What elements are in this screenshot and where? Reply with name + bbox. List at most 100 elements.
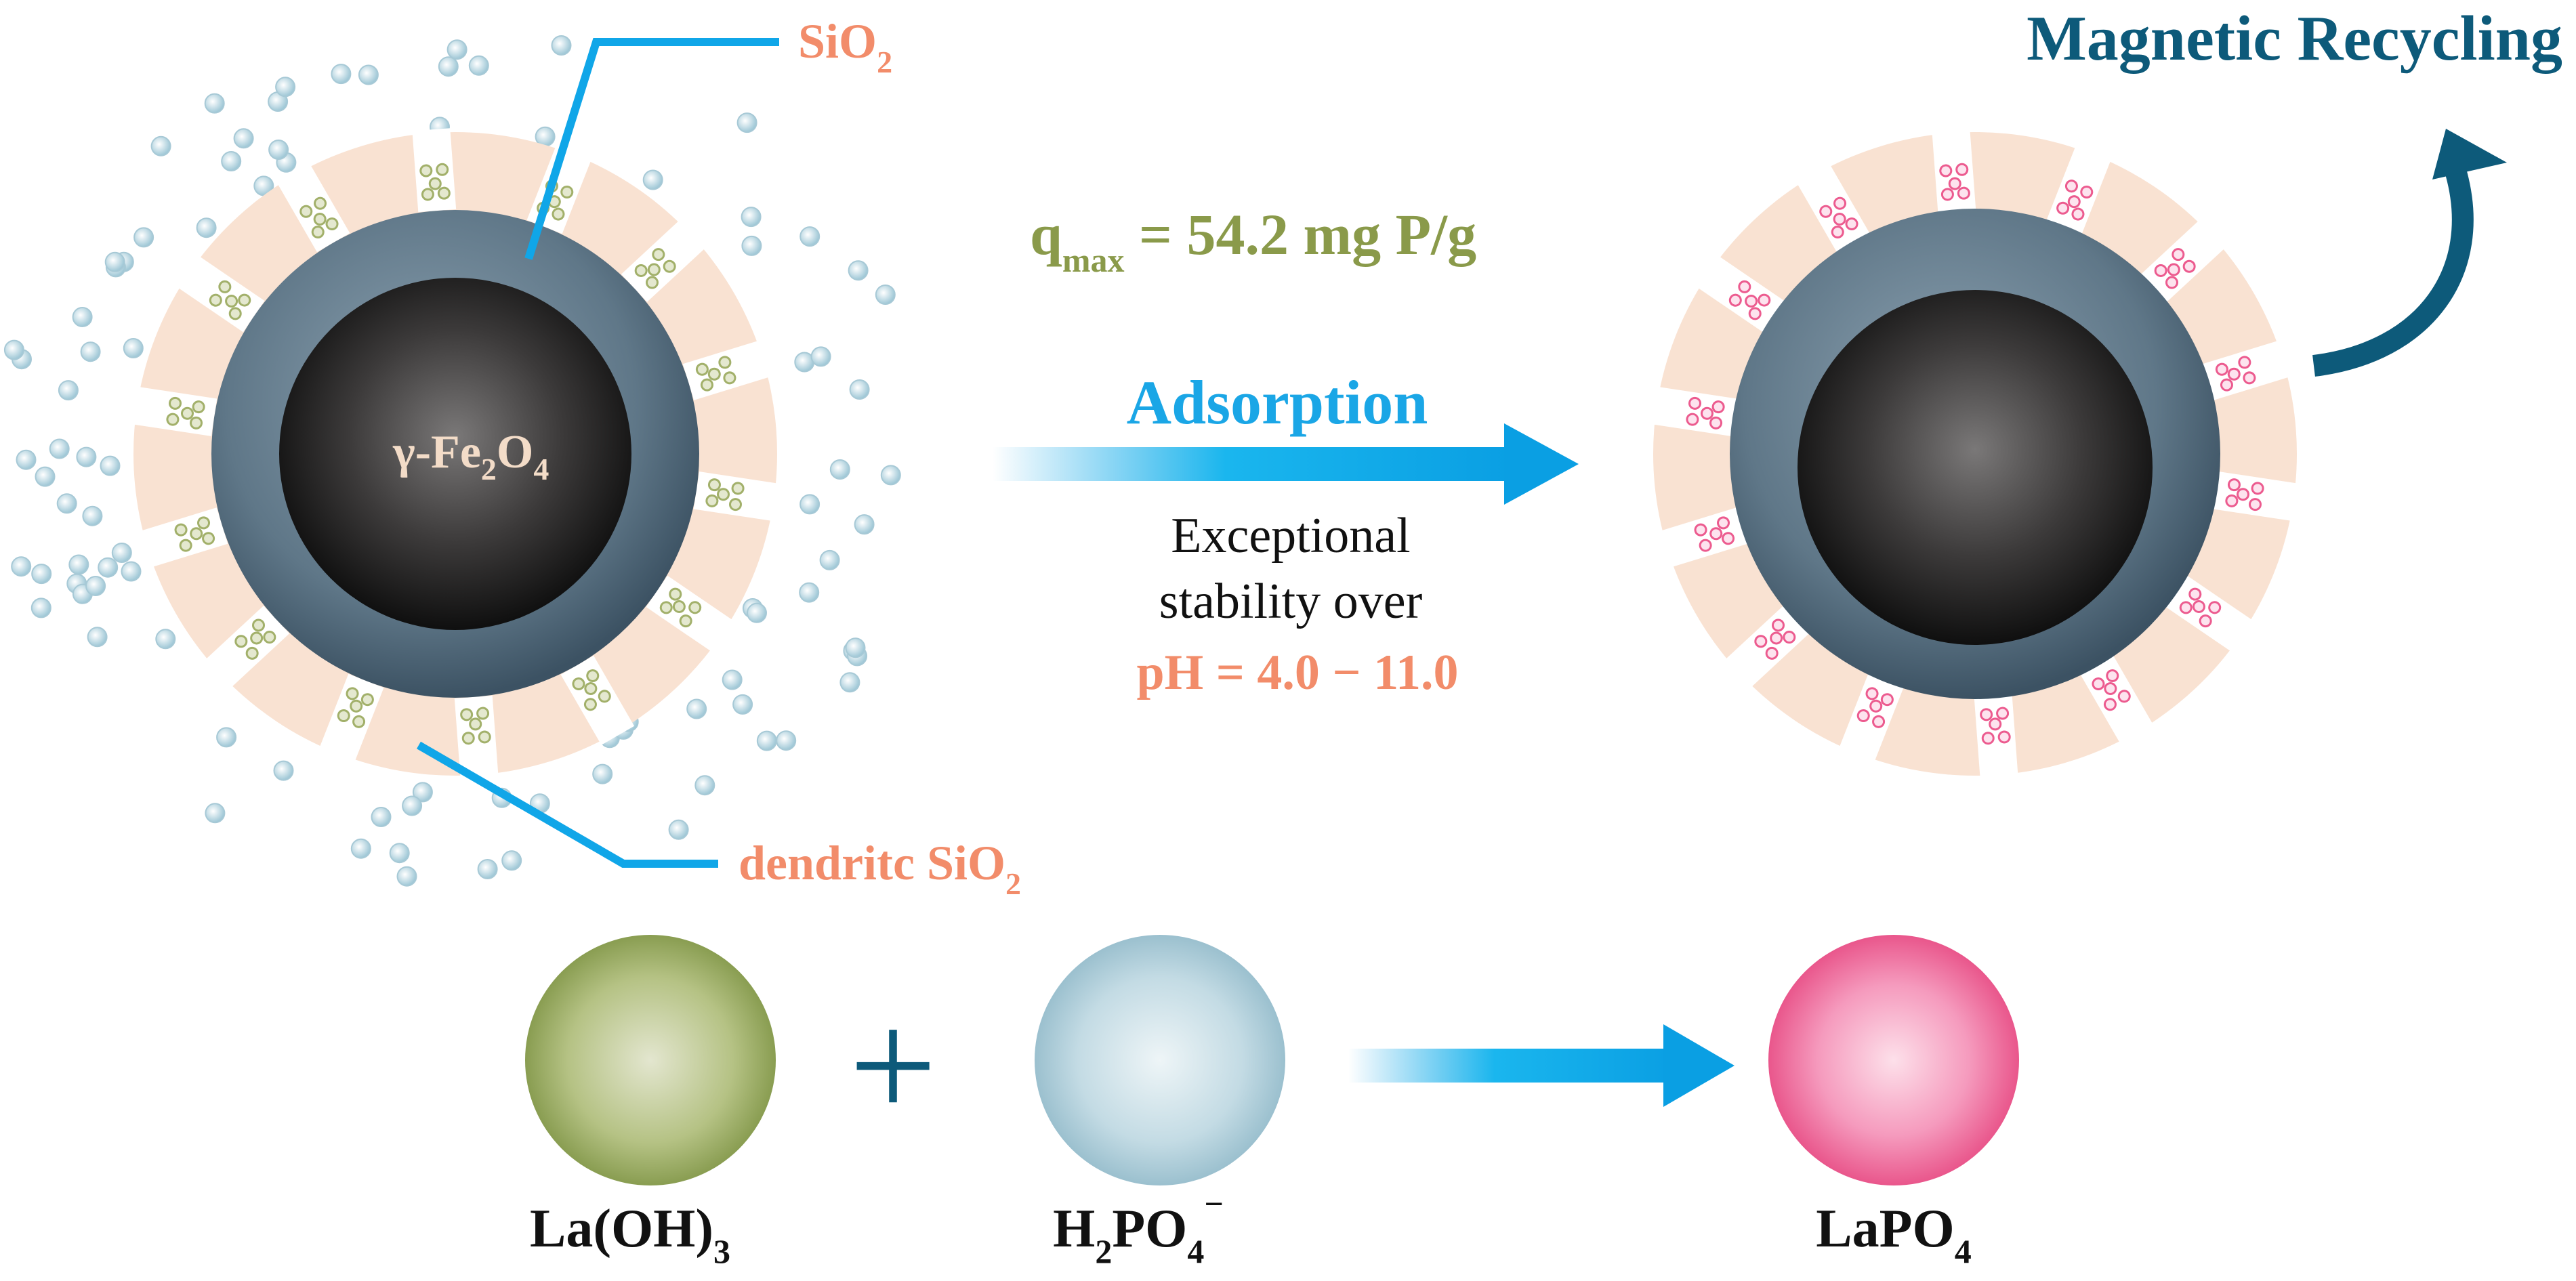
phosphate-ion xyxy=(275,77,296,98)
phosphate-ion xyxy=(331,64,352,85)
loaded-pore xyxy=(1932,128,1976,213)
phosphate-ion xyxy=(854,514,875,535)
plus-sign: + xyxy=(849,979,937,1152)
phosphate-ion xyxy=(810,346,831,367)
right-particle xyxy=(1650,128,2300,780)
la-oh3-label: La(OH)3 xyxy=(530,1199,730,1270)
phosphate-ion xyxy=(747,602,767,623)
phosphate-ion xyxy=(402,795,423,816)
loaded-pore xyxy=(2080,655,2155,745)
phosphate-ion xyxy=(438,56,459,77)
phosphate-ion xyxy=(216,727,237,748)
pore xyxy=(682,339,772,400)
shell-pores-loaded xyxy=(1650,128,2300,780)
phosphate-ions xyxy=(3,35,901,887)
phosphate-ion xyxy=(776,730,797,751)
magnetic-core-loaded xyxy=(1798,290,2153,645)
phosphate-ion xyxy=(204,93,225,114)
phosphate-ion xyxy=(80,341,101,362)
reaction-arrow xyxy=(1348,1024,1734,1107)
phosphate-ion xyxy=(72,307,93,327)
loaded-pore xyxy=(1695,255,1785,333)
phosphate-ion xyxy=(799,226,820,247)
pore xyxy=(412,128,457,213)
pore xyxy=(560,655,635,745)
pore xyxy=(621,219,707,302)
phosphate-ion xyxy=(11,556,32,577)
phosphate-ion xyxy=(350,838,371,859)
phosphate-ion xyxy=(799,582,820,603)
loaded-pore xyxy=(1795,163,1870,253)
recycling-arrow-icon xyxy=(2312,129,2507,377)
pore xyxy=(318,673,384,763)
pore xyxy=(454,695,499,780)
phosphate-ion xyxy=(829,459,850,480)
loaded-pore xyxy=(1723,606,1810,689)
pore xyxy=(276,163,350,253)
sio2-label: SiO2 xyxy=(798,14,892,79)
pore xyxy=(693,471,780,522)
phosphate-ion xyxy=(819,549,840,570)
phosphate-ion xyxy=(799,494,820,515)
ph-range: pH = 4.0 − 11.0 xyxy=(1137,645,1459,700)
phosphate-ion xyxy=(82,505,103,526)
lapo4-sphere xyxy=(1768,935,2019,1185)
stability-line-2: stability over xyxy=(1159,574,1422,629)
phosphate-ion xyxy=(3,339,24,360)
qmax-label: qmax = 54.2 mg P/g xyxy=(1030,202,1476,279)
phosphate-ion xyxy=(845,637,866,658)
phosphate-ion xyxy=(268,140,289,160)
phosphate-ion xyxy=(849,379,870,400)
loaded-pore xyxy=(1838,673,1904,763)
phosphate-ion xyxy=(150,135,171,156)
dendritic-label: dendritc SiO2 xyxy=(739,836,1021,901)
stability-line-1: Exceptional xyxy=(1171,508,1410,564)
lapo4-label: LaPO4 xyxy=(1816,1199,1971,1270)
phosphate-ion xyxy=(98,557,119,578)
phosphate-ion xyxy=(233,128,254,149)
phosphate-ion xyxy=(123,338,144,358)
phosphate-ion xyxy=(371,807,392,827)
core-label: γ-Fe2O4 xyxy=(392,426,549,486)
phosphate-ion xyxy=(56,493,77,514)
phosphate-ion xyxy=(358,64,379,85)
loaded-pore xyxy=(2140,219,2227,302)
h2po4-label: H2PO4− xyxy=(1053,1185,1224,1270)
phosphate-ion xyxy=(155,629,176,650)
phosphate-ion xyxy=(68,554,89,575)
loaded-pore xyxy=(2213,471,2300,522)
phosphate-ion xyxy=(389,843,410,864)
phosphate-ion xyxy=(49,438,70,459)
loaded-pore xyxy=(1650,386,1737,436)
pore xyxy=(131,386,217,436)
phosphate-ion xyxy=(501,850,522,871)
phosphate-ion xyxy=(121,561,142,582)
phosphate-ion xyxy=(35,466,56,487)
phosphate-ion xyxy=(592,763,613,784)
phosphate-ion xyxy=(446,39,468,60)
phosphate-ion xyxy=(875,285,896,305)
phosphate-ion xyxy=(880,465,901,486)
loaded-pore xyxy=(2046,144,2112,234)
phosphate-ion xyxy=(31,564,52,585)
phosphate-ion xyxy=(221,151,242,171)
phosphate-ion xyxy=(741,235,762,256)
phosphate-ion xyxy=(468,55,489,76)
pore xyxy=(139,507,228,568)
shell-pores xyxy=(131,128,780,780)
phosphate-ion xyxy=(642,169,663,190)
loaded-pore xyxy=(1974,695,2018,780)
dendritic-leader-line xyxy=(416,741,718,868)
sio2-leader-line xyxy=(524,38,779,260)
phosphate-ion xyxy=(76,446,97,467)
phosphate-ion xyxy=(111,543,132,563)
phosphate-ion xyxy=(722,669,743,690)
phosphate-ion xyxy=(756,730,777,751)
h2po4-sphere xyxy=(1035,935,1285,1185)
loaded-pore xyxy=(2165,575,2255,653)
phosphate-ion xyxy=(551,35,572,56)
phosphate-ion xyxy=(104,251,125,272)
phosphate-ion xyxy=(736,112,757,133)
loaded-pore xyxy=(1659,507,1748,568)
